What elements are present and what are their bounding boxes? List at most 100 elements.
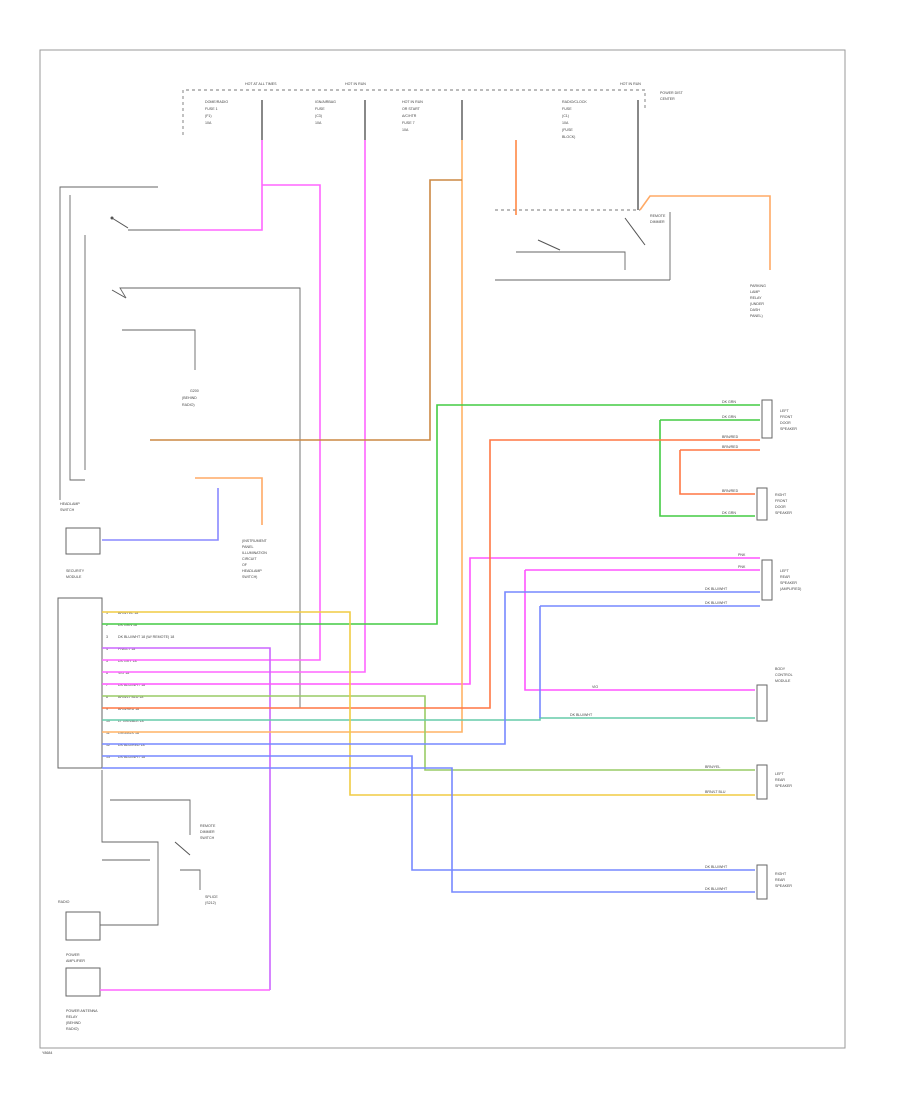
svg-text:DK BLU/WHT: DK BLU/WHT [705, 587, 728, 591]
svg-text:DK BLU/WHT: DK BLU/WHT [705, 887, 728, 891]
svg-text:10A: 10A [205, 121, 212, 125]
radio-pin-number: 13 [106, 755, 110, 759]
svg-text:RIGHT: RIGHT [775, 872, 787, 876]
wire-blue-1 [102, 591, 760, 745]
headlamp-switch-label-2: SWITCH [60, 508, 75, 512]
radio-pin-number: 11 [106, 731, 110, 735]
switch-line-2 [119, 287, 301, 708]
fuse-block-1: DOME/RADIO FUSE 1 (F1) 10A [205, 100, 263, 140]
wire-pink-3 [102, 140, 366, 673]
wire-violet-1 [102, 647, 271, 990]
left-rear-speaker-connector [761, 559, 773, 601]
svg-text:OR START: OR START [402, 107, 421, 111]
svg-text:CIRCUIT: CIRCUIT [242, 557, 257, 561]
wire-blue-sec [102, 488, 219, 541]
power-amp-label-2: AMPLIFIER [66, 959, 85, 963]
svg-text:PANEL): PANEL) [750, 314, 763, 318]
wire-red-1 [102, 439, 760, 709]
svg-text:BRN/RED: BRN/RED [722, 489, 739, 493]
fuse-block-4: RADIO/CLOCK FUSE (C1) 10A (FUSE BLOCK) [562, 100, 639, 210]
svg-text:RADIO): RADIO) [66, 1027, 79, 1031]
right-front-door-connector [756, 487, 768, 521]
radio-box [57, 597, 103, 769]
amp-line-3 [180, 869, 201, 890]
svg-text:DK BLU/WHT: DK BLU/WHT [705, 601, 728, 605]
svg-text:DK GRN: DK GRN [722, 400, 736, 404]
headlamp-switch-outline-2 [69, 195, 85, 481]
relay-switch-2 [624, 217, 646, 246]
svg-text:MODULE: MODULE [775, 679, 791, 683]
svg-text:SPEAKER: SPEAKER [775, 884, 792, 888]
radio-pin-wire-label: PNK/LT 18 [118, 647, 135, 651]
svg-text:PNK: PNK [738, 553, 746, 557]
radio-pin-wire-label: VIO 18 [118, 671, 129, 675]
svg-text:BRN/YEL: BRN/YEL [705, 765, 720, 769]
svg-text:RELAY: RELAY [66, 1015, 78, 1019]
ground-label-2: (BEHIND [182, 396, 197, 400]
svg-text:(AMPLIFIED): (AMPLIFIED) [780, 587, 801, 591]
svg-text:CONTROL: CONTROL [775, 673, 793, 677]
radio-pin-wire-label: DK BLU/WHT 18 (W/ REMOTE) 18 [118, 635, 174, 639]
svg-text:RIGHT: RIGHT [775, 493, 787, 497]
radio-pin-wire-label: ORG/BLK 18 [118, 731, 139, 735]
svg-text:RADIO/CLOCK: RADIO/CLOCK [562, 100, 587, 104]
svg-text:REAR: REAR [775, 878, 785, 882]
relay-line [516, 251, 626, 270]
switch-pivot-1 [110, 216, 114, 220]
svg-text:DIMMER: DIMMER [200, 830, 215, 834]
svg-text:SPLICE: SPLICE [205, 895, 218, 899]
svg-text:DOOR: DOOR [780, 421, 791, 425]
radio-pin-number: 12 [106, 743, 110, 747]
ground-label: G200 [190, 389, 199, 393]
fuse2-head: HOT IN RUN [345, 82, 366, 86]
wire-blue-4 [102, 755, 755, 871]
svg-text:FRONT: FRONT [775, 499, 788, 503]
speaker-connectors [756, 399, 773, 900]
svg-text:DK GRN: DK GRN [722, 511, 736, 515]
amp-line-2 [110, 799, 191, 835]
security-label: SECURITY [66, 569, 85, 573]
svg-text:(FUSE: (FUSE [562, 128, 573, 132]
speaker-labels: LEFT FRONT DOOR SPEAKER RIGHT FRONT DOOR… [775, 409, 801, 888]
svg-text:SPEAKER: SPEAKER [780, 427, 797, 431]
svg-text:OF: OF [242, 563, 248, 567]
wire-pink-2 [102, 184, 321, 661]
wire-pink-1 [180, 140, 263, 231]
radio-pin-number: 2 [106, 623, 108, 627]
security-module-box [65, 527, 101, 555]
diagram-frame [39, 49, 846, 1049]
switch-line-3 [122, 329, 196, 370]
splice-note: SPLICE (S212) [205, 895, 218, 905]
remote-dim-note: REMOTE DIMMER SWITCH [200, 824, 216, 840]
instrument-note: (INSTRUMENT PANEL ILLUMINATION CIRCUIT O… [242, 539, 268, 579]
svg-text:SWITCH: SWITCH [200, 836, 215, 840]
wire-brown-1 [150, 179, 462, 441]
wire-blue-5 [102, 767, 755, 893]
svg-text:REMOTE: REMOTE [200, 824, 216, 828]
radio-pin-wire-label: LT GRN/BLK 18 [118, 719, 144, 723]
svg-text:LAMP: LAMP [750, 290, 760, 294]
radio-pin-number: 4 [106, 647, 108, 651]
svg-text:DK BLU/WHT: DK BLU/WHT [570, 713, 593, 717]
ground-label-3: RADIO) [182, 403, 195, 407]
svg-text:HEADLAMP: HEADLAMP [242, 569, 262, 573]
svg-text:FUSE 7: FUSE 7 [402, 121, 415, 125]
svg-text:PNK: PNK [738, 565, 746, 569]
svg-text:(C1): (C1) [562, 114, 569, 118]
fuse1-head: HOT AT ALL TIMES [245, 82, 277, 86]
amp-outline [100, 770, 159, 926]
power-dist-label: POWER DIST [660, 91, 684, 95]
svg-text:10A: 10A [315, 121, 322, 125]
svg-text:REAR: REAR [780, 575, 790, 579]
svg-text:LEFT: LEFT [775, 772, 785, 776]
left-front-speaker-connector [761, 399, 773, 439]
svg-text:VIO: VIO [592, 685, 598, 689]
svg-text:BLOCK): BLOCK) [562, 135, 575, 139]
svg-text:DK BLU/WHT: DK BLU/WHT [705, 865, 728, 869]
svg-text:BRN/RED: BRN/RED [722, 445, 739, 449]
svg-text:(INSTRUMENT: (INSTRUMENT [242, 539, 268, 543]
svg-text:PARKING: PARKING [750, 284, 766, 288]
svg-text:DOME/RADIO: DOME/RADIO [205, 100, 228, 104]
